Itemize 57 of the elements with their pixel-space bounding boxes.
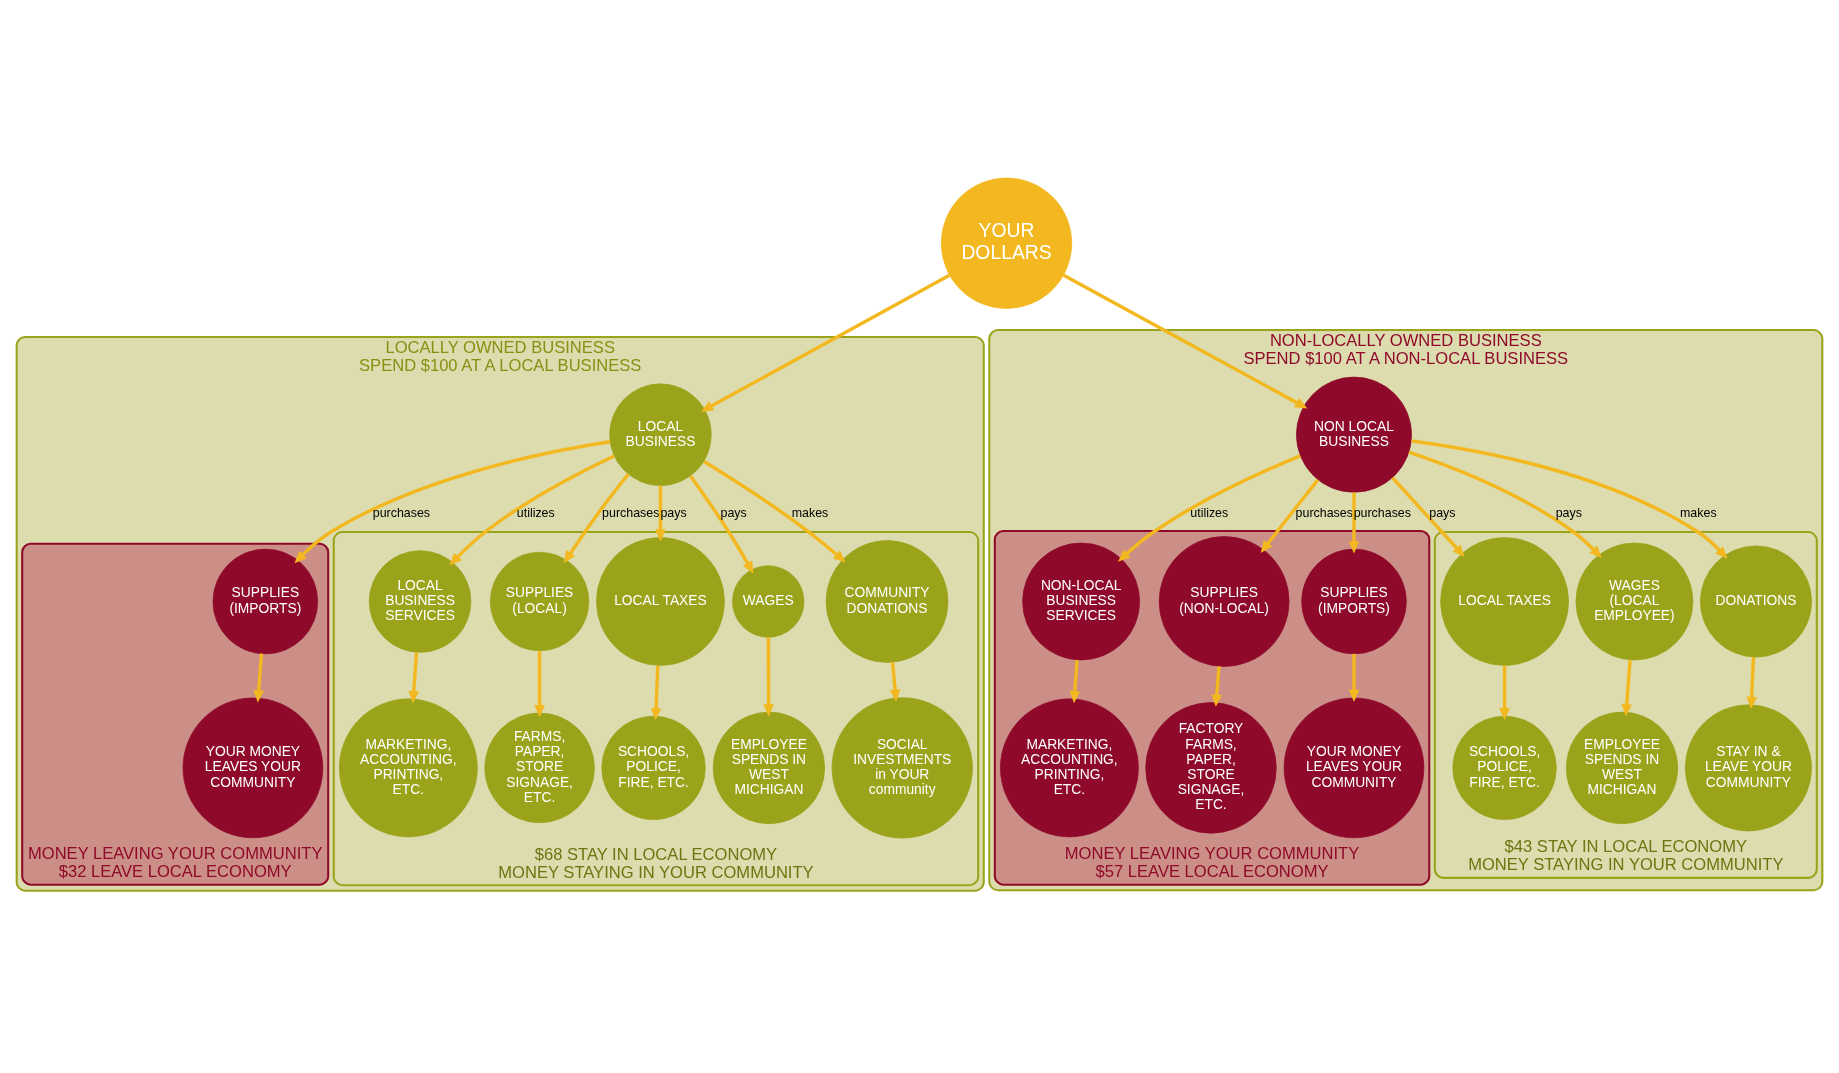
arrow [763,636,774,716]
node-circle: YOUR MONEY LEAVES YOUR COMMUNITY [1283,697,1425,838]
arrow [650,664,662,720]
edge-label: pays [1555,505,1582,520]
arrow [294,439,611,563]
node-circle: FARMS, PAPER, STORE SIGNAGE, ETC. [484,712,595,823]
arrow [1499,665,1510,720]
node-circle: SCHOOLS, POLICE, FIRE, ETC. [601,715,706,820]
node-circle: SUPPLIES (NON-LOCAL) [1158,535,1290,667]
node-circle: LOCAL BUSINESS [609,383,712,486]
arrow [1621,659,1633,716]
arrow [1062,273,1308,408]
node-circle: YOUR MONEY LEAVES YOUR COMMUNITY [182,697,324,838]
arrow [1391,476,1465,557]
arrow [1411,438,1728,559]
node-circle: MARKETING, ACCOUNTING, PRINTING, ETC. [339,698,478,837]
node-circle: YOUR DOLLARS [940,177,1073,309]
node-circle: SOCIAL INVESTMENTS in YOUR community [831,696,973,838]
node-circle: LOCAL TAXES [596,536,725,666]
arrow [1408,449,1602,558]
node-circle: COMMUNITY DONATIONS [825,539,949,663]
node-circle: EMPLOYEE SPENDS IN WEST MICHIGAN [1565,711,1679,824]
arrow [1746,656,1757,709]
arrow [1118,453,1301,562]
edge-label: purchases [372,505,431,520]
arrow [1348,492,1360,553]
edge-label: pays [720,505,747,520]
node-circle: EMPLOYEE SPENDS IN WEST MICHIGAN [712,711,825,824]
arrow [1211,665,1223,707]
arrow [703,459,846,562]
arrow [534,650,545,717]
arrow [563,472,630,563]
arrow [408,651,420,703]
arrow [1260,478,1320,553]
node-circle: MARKETING, ACCOUNTING, PRINTING, ETC. [1000,698,1139,837]
arrow [253,653,265,702]
arrow [655,485,666,542]
arrow [449,453,615,566]
node-circle: STAY IN & LEAVE YOUR COMMUNITY [1684,703,1812,831]
arrow [701,273,951,412]
node-circle: SUPPLIES (IMPORTS) [1301,548,1407,654]
edge-label: makes [1680,505,1717,520]
arrow [689,474,754,574]
edge-label: pays [1429,505,1456,520]
node-circle: FACTORY FARMS, PAPER, STORE SIGNAGE, ETC. [1145,701,1277,833]
edge-label: utilizes [516,505,555,520]
arrow [1348,653,1360,702]
edge-label: purchases [1295,505,1353,520]
arrow [889,661,901,702]
node-circle: WAGES [732,564,805,638]
edge-label: makes [791,505,829,520]
node-circle: NON-LOCAL BUSINESS SERVICES [1022,542,1140,660]
edge-label: purchases [602,505,660,520]
edge-label: utilizes [1190,505,1229,520]
node-circle: SCHOOLS, POLICE, FIRE, ETC. [1452,715,1557,820]
arrow [1069,659,1081,703]
node-circle: LOCAL TAXES [1440,536,1569,666]
